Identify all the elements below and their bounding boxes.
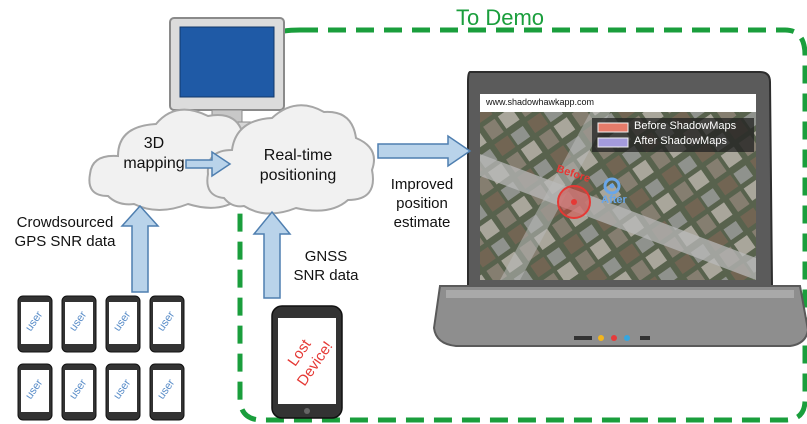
- demo-label: To Demo: [455, 5, 545, 30]
- user-phone-grid: [17, 295, 185, 421]
- legend-before: Before ShadowMaps: [634, 120, 737, 132]
- lost-device-phone: [271, 305, 343, 419]
- map-legend: [592, 118, 754, 152]
- user-phone: [149, 363, 185, 421]
- positioning-cloud: [206, 104, 375, 215]
- gnss-label: GNSS SNR data: [293, 248, 359, 284]
- arrow-crowd-to-mapping: [120, 204, 160, 293]
- positioning-label: Real-time positioning: [259, 147, 337, 184]
- legend-after: After ShadowMaps: [634, 135, 727, 147]
- user-phone: [61, 363, 97, 421]
- laptop-icon: [432, 71, 807, 347]
- arrow-positioning-to-laptop: [377, 134, 472, 168]
- after-marker: [603, 177, 621, 195]
- arrow-mapping-to-positioning: [185, 150, 232, 178]
- user-phone: [149, 295, 185, 353]
- map-after-label: After: [601, 194, 627, 206]
- mapping-label: 3D mapping: [123, 135, 185, 172]
- arrow-lost-device-to-positioning: [252, 210, 292, 299]
- user-phone: [17, 295, 53, 353]
- user-phone: [61, 295, 97, 353]
- user-phone: [105, 363, 141, 421]
- improved-estimate-label: Improved position estimate: [390, 176, 454, 231]
- user-phone: [105, 295, 141, 353]
- crowdsourced-label: Crowdsourced GPS SNR data: [14, 214, 116, 250]
- before-marker: [557, 185, 591, 219]
- user-phone: [17, 363, 53, 421]
- browser-url: www.shadowhawkapp.com: [486, 97, 595, 107]
